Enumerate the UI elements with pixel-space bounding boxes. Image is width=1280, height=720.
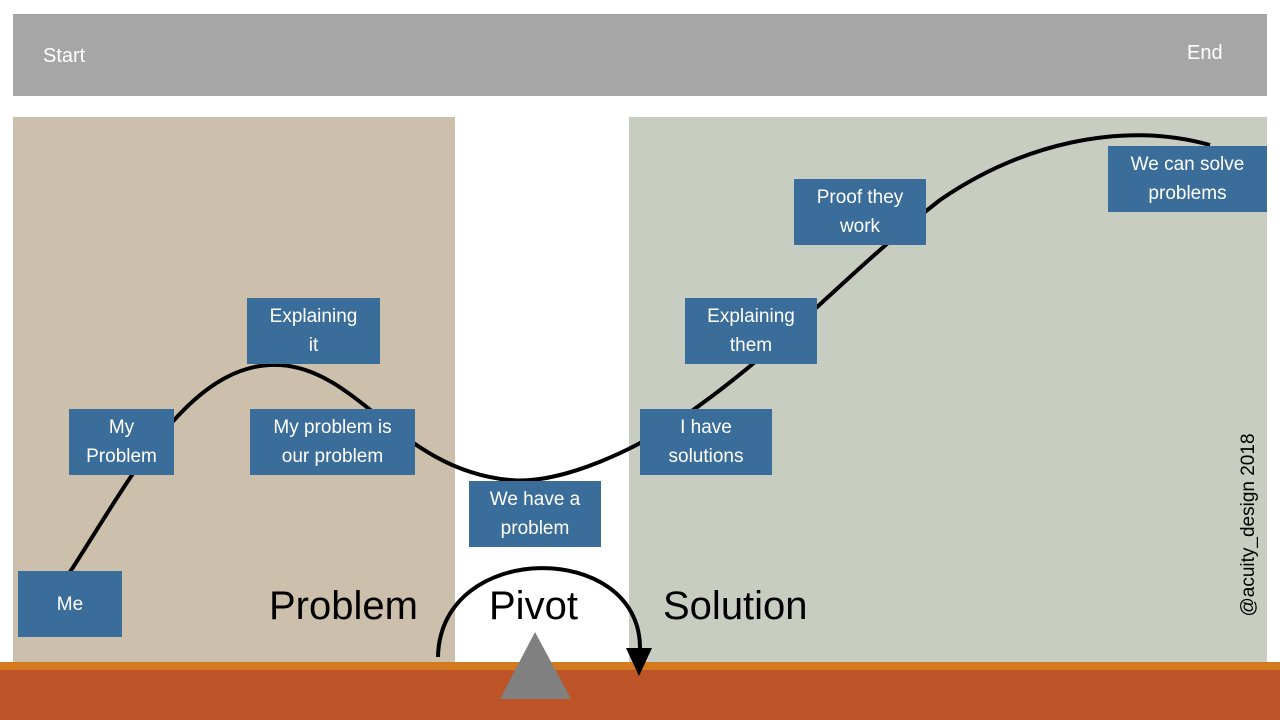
stage-my-problem-line2: Problem xyxy=(86,446,157,467)
stage-proof-they-work-line2: work xyxy=(839,216,881,237)
timeline-end-label: End xyxy=(1187,42,1223,64)
stage-our-problem-line1: My problem is xyxy=(273,417,392,438)
pivot-triangle xyxy=(500,632,571,699)
credit-text: @acuity_design 2018 xyxy=(1238,433,1259,617)
stage-we-can-solve-problems-line1: We can solve xyxy=(1130,154,1245,175)
section-solution-label: Solution xyxy=(663,584,808,628)
section-pivot-label: Pivot xyxy=(489,584,578,628)
pivot-arrowhead xyxy=(626,648,652,676)
journey-curve xyxy=(68,133,1211,574)
stage-our-problem-line2: our problem xyxy=(281,446,384,467)
stage-i-have-solutions: I have solutions xyxy=(640,409,772,475)
stage-we-have-a-problem-line2: problem xyxy=(500,518,570,539)
timeline-start-label: Start xyxy=(43,45,86,67)
stage-me-label: Me xyxy=(56,593,84,615)
stage-proof-they-work: Proof they work xyxy=(794,179,926,245)
stage-we-can-solve-problems: We can solve problems xyxy=(1108,146,1267,212)
stage-we-have-a-problem-line1: We have a xyxy=(489,489,581,510)
stage-we-have-a-problem: We have a problem xyxy=(469,481,601,547)
stage-explaining-them: Explaining them xyxy=(685,298,817,364)
stage-proof-they-work-line1: Proof they xyxy=(816,187,904,208)
stage-explaining-them-line1: Explaining xyxy=(707,306,795,327)
floor xyxy=(0,670,1280,720)
section-problem-label: Problem xyxy=(269,584,418,628)
stage-explaining-it-line1: Explaining xyxy=(269,306,358,327)
stage-we-can-solve-problems-line2: problems xyxy=(1148,183,1227,204)
pivot-arrow xyxy=(436,566,642,658)
stage-explaining-them-line2: them xyxy=(729,335,773,356)
stage-explaining-it-line2: it xyxy=(308,335,319,356)
stage-me: Me xyxy=(18,571,122,637)
stage-i-have-solutions-line1: I have xyxy=(680,417,732,438)
stage-explaining-it: Explaining it xyxy=(247,298,380,364)
stage-my-problem: My Problem xyxy=(69,409,174,475)
timeline-bar xyxy=(13,14,1267,96)
stage-my-problem-line1: My xyxy=(108,417,135,438)
stage-our-problem: My problem is our problem xyxy=(250,409,415,475)
stage-i-have-solutions-line2: solutions xyxy=(668,446,744,467)
